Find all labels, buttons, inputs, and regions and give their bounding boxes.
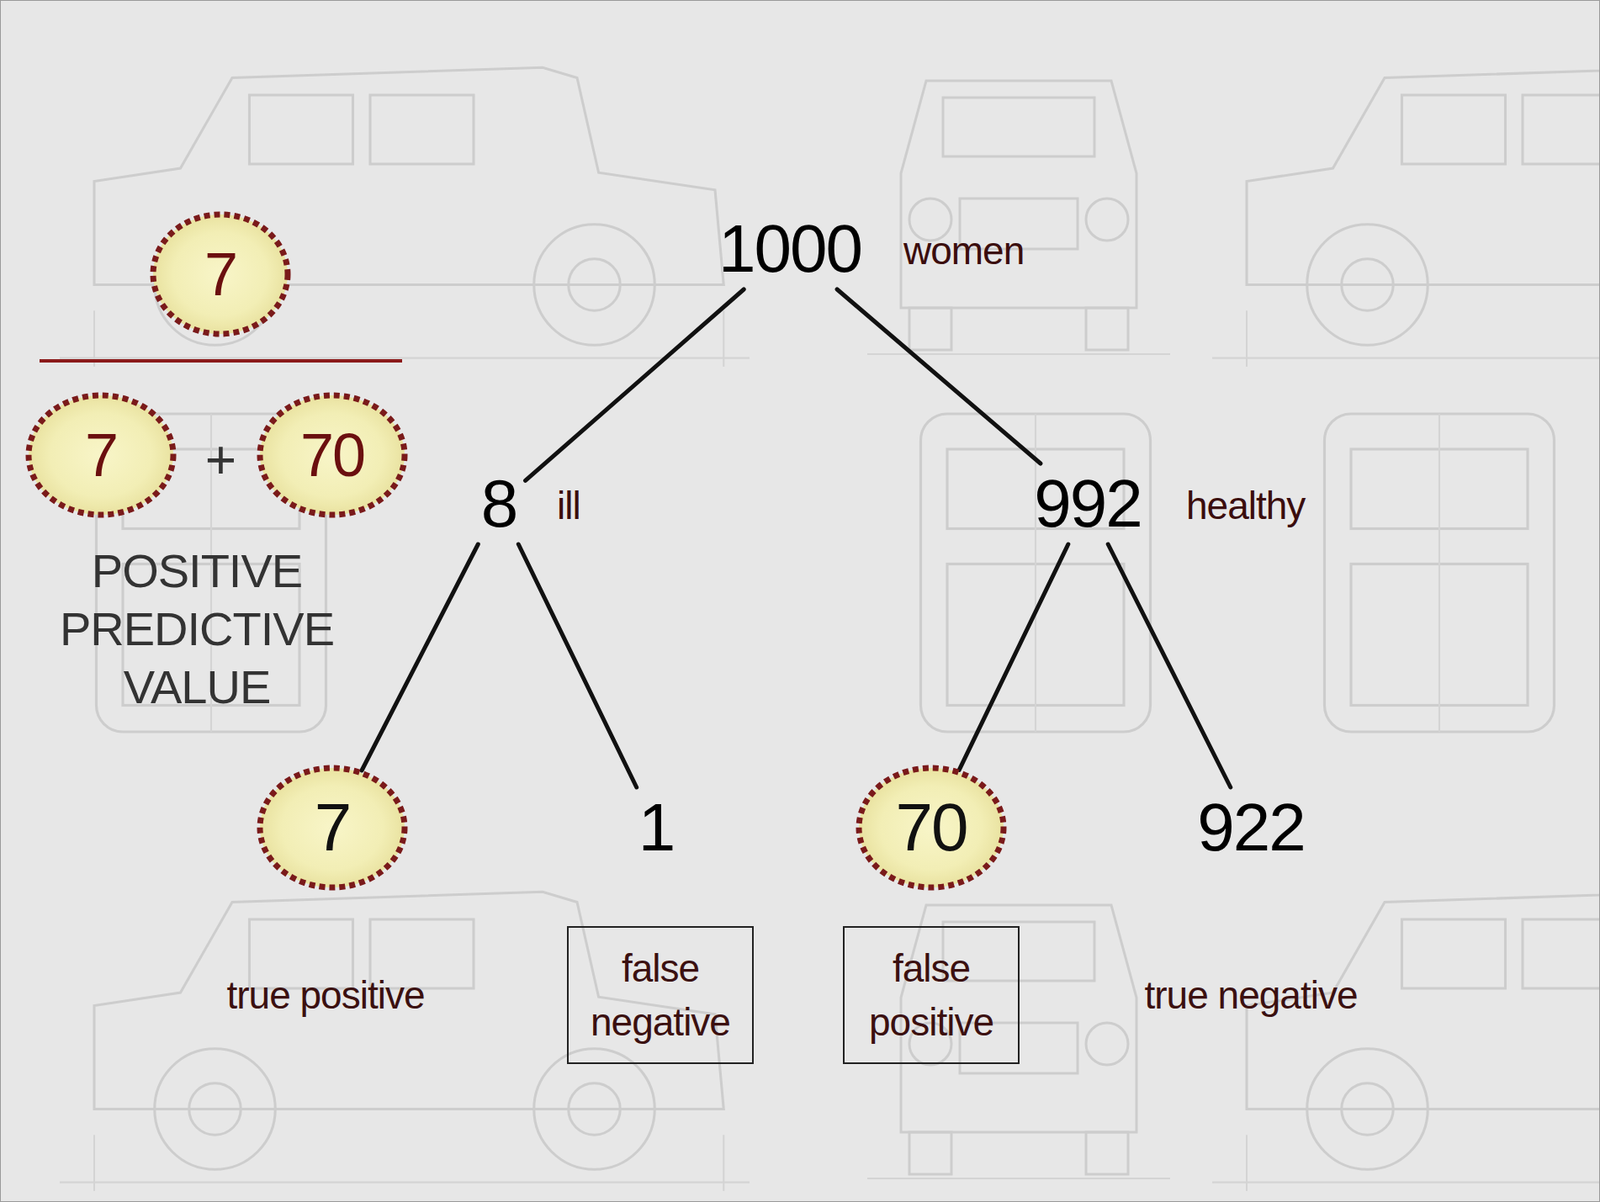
tree-branch: 992 — [1030, 468, 1145, 540]
tree-branch-line — [525, 289, 745, 481]
tree-branch-line — [518, 544, 636, 788]
count-number: 992 — [1033, 470, 1141, 538]
denominator-circle: 7 — [24, 391, 178, 520]
tree-branch-line — [958, 544, 1069, 770]
tree-branch-line — [837, 289, 1041, 464]
outcome-box: false negative — [566, 926, 754, 1065]
denominator-circle: 70 — [255, 391, 409, 520]
tree-leaf: 1 — [635, 792, 679, 864]
fraction-line — [39, 359, 403, 363]
group-label: healthy — [1186, 484, 1305, 528]
count-number: 1 — [638, 794, 675, 862]
circle-outline — [858, 768, 1004, 888]
circle-outline — [28, 395, 174, 515]
group-label: women — [903, 229, 1024, 273]
count-number: 1000 — [718, 215, 862, 283]
group-label: ill — [556, 484, 581, 528]
count-number: 7 — [314, 794, 351, 862]
numerator-circle: 7 — [148, 210, 292, 339]
tree-branch-line — [361, 544, 478, 771]
count-number: 8 — [481, 470, 518, 538]
tree-leaf: 922 — [1193, 792, 1309, 864]
outcome-box: false positive — [842, 926, 1020, 1065]
formula-caption: POSITIVE PREDICTIVE VALUE — [28, 541, 366, 716]
outcome-text: false negative — [577, 941, 744, 1050]
count-number: 7 — [204, 243, 237, 305]
outcome-label: true positive — [216, 967, 435, 1023]
count-number: 70 — [895, 794, 968, 862]
outcome-text: false positive — [852, 941, 1010, 1050]
leaf-circle: 70 — [854, 763, 1008, 892]
plus-sign: + — [205, 430, 236, 490]
leaf-circle: 7 — [255, 763, 409, 892]
count-number: 70 — [300, 424, 365, 486]
count-number: 7 — [84, 424, 117, 486]
count-number: 922 — [1197, 794, 1304, 862]
outcome-label: true negative — [1133, 967, 1369, 1023]
circle-outline — [259, 768, 405, 888]
circle-outline — [153, 214, 288, 334]
tree-branch: 8 — [477, 468, 521, 540]
circle-outline — [259, 395, 405, 515]
tree-root: 1000 — [715, 213, 865, 285]
tree-branch-line — [1107, 544, 1231, 788]
